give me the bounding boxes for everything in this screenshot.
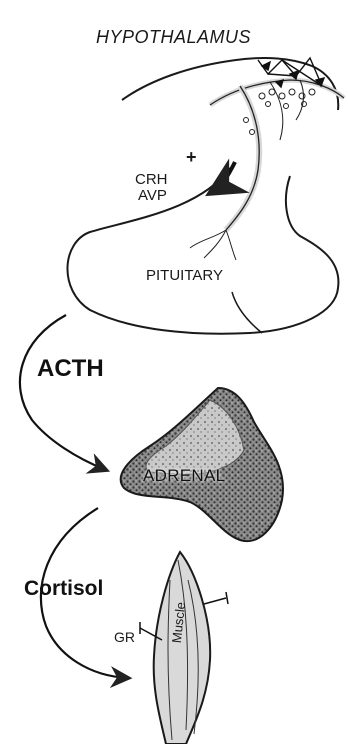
adrenal-gland: [121, 388, 283, 541]
acth-label: ACTH: [37, 357, 104, 381]
stimulation-plus-sign: +: [186, 148, 197, 166]
pituitary-outline: [67, 168, 338, 334]
pituitary-posterior-division: [232, 292, 262, 333]
adrenal-label: ADRENAL: [143, 467, 225, 484]
acth-arrow: [20, 315, 106, 470]
muscle-illustration: [140, 552, 228, 744]
crh-label: CRH: [135, 172, 168, 187]
hypothalamus-label: HYPOTHALAMUS: [96, 28, 251, 46]
avp-label: AVP: [138, 188, 167, 203]
gr-label: GR: [114, 630, 135, 644]
cortisol-label: Cortisol: [24, 578, 103, 599]
portal-capillary-network: [190, 80, 344, 260]
pituitary-label: PITUITARY: [146, 268, 223, 283]
